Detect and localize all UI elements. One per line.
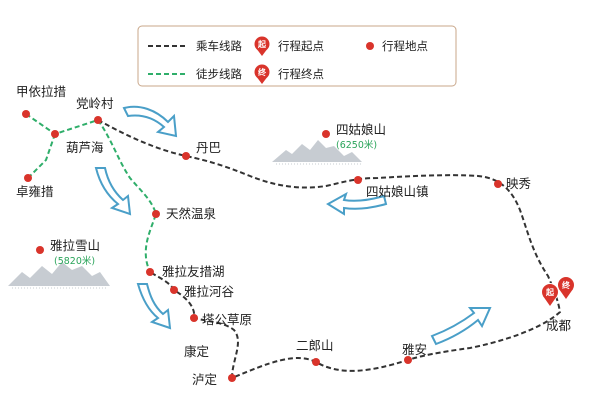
label-siguniang-zhen: 四姑娘山镇	[366, 184, 429, 199]
label-yala-elev: (5820米)	[54, 255, 95, 267]
legend-end-badge: 终	[257, 67, 267, 77]
label-yala-hegu: 雅拉河谷	[184, 284, 235, 299]
spot-jiayi-lacuo[interactable]	[22, 110, 30, 118]
label-yaan: 雅安	[402, 342, 427, 357]
chengdu-start-pin-icon[interactable]: 起	[541, 283, 559, 307]
label-yala-youcuo-hu: 雅拉友措湖	[162, 264, 225, 279]
mountain-siguniang-icon	[272, 140, 362, 165]
label-erlangshan: 二郎山	[296, 338, 334, 353]
direction-arrow-northeast-icon	[430, 307, 492, 346]
label-tagong-caoyuan: 塔公草原	[202, 312, 252, 327]
label-luding: 泸定	[192, 372, 217, 387]
spot-luding[interactable]	[228, 374, 236, 382]
drive-route-line	[97, 119, 562, 380]
spot-danglingcun[interactable]	[94, 116, 102, 124]
label-siguniang-elev: (6250米)	[336, 139, 377, 151]
spot-yaan[interactable]	[404, 356, 412, 364]
spot-zhuoyongcuo[interactable]	[24, 174, 32, 182]
chengdu-end-badge: 终	[561, 280, 571, 290]
label-chengdu: 成都	[546, 318, 572, 333]
spot-tagong-caoyuan[interactable]	[190, 314, 198, 322]
label-siguniang-shan: 四姑娘山	[336, 122, 386, 137]
chengdu-end-pin-icon[interactable]: 终	[557, 276, 575, 300]
chengdu-start-badge: 起	[545, 287, 555, 297]
spot-yingxiu[interactable]	[494, 180, 502, 188]
label-zhuoyongcuo: 卓雍措	[16, 184, 54, 199]
legend-spot-label: 行程地点	[382, 39, 428, 53]
label-kangding: 康定	[184, 344, 209, 359]
spot-dots	[22, 110, 502, 382]
legend-hike-label: 徒步线路	[196, 67, 242, 81]
label-jiayi-lacuo: 甲依拉措	[16, 84, 66, 99]
legend-spot-dot-icon	[366, 42, 374, 50]
legend-start-badge: 起	[257, 39, 267, 49]
spot-siguniang-zhen[interactable]	[354, 176, 362, 184]
legend: 乘车线路 徒步线路 起 行程起点 终 行程终点 行程地点	[137, 25, 457, 87]
label-yingxiu: 映秀	[506, 176, 532, 191]
spot-siguniang-shan[interactable]	[322, 130, 330, 138]
spot-yala-xueshan[interactable]	[36, 246, 44, 254]
spot-tianran-wenquan[interactable]	[152, 210, 160, 218]
direction-arrow-south-1-icon	[94, 167, 132, 216]
label-tianran-wenquan: 天然温泉	[166, 206, 217, 221]
label-yala-xueshan: 雅拉雪山	[50, 238, 100, 253]
label-huluhai: 葫芦海	[66, 140, 104, 155]
direction-arrow-east-icon	[122, 105, 178, 138]
spot-yala-hegu[interactable]	[170, 286, 178, 294]
legend-drive-label: 乘车线路	[196, 39, 242, 53]
spot-erlangshan[interactable]	[312, 358, 320, 366]
spot-danba[interactable]	[182, 152, 190, 160]
spot-yala-youcuo-hu[interactable]	[146, 268, 154, 276]
legend-end-label: 行程终点	[278, 67, 324, 81]
label-danba: 丹巴	[196, 140, 221, 155]
label-danglingcun: 党岭村	[76, 96, 114, 111]
spot-huluhai[interactable]	[51, 130, 59, 138]
direction-arrow-west-icon	[326, 191, 388, 216]
mountain-yala-icon	[8, 262, 110, 289]
legend-start-label: 行程起点	[278, 39, 324, 53]
direction-arrow-south-2-icon	[136, 283, 172, 330]
legend-end-pin-icon: 终	[254, 64, 270, 84]
legend-start-pin-icon: 起	[254, 36, 270, 56]
